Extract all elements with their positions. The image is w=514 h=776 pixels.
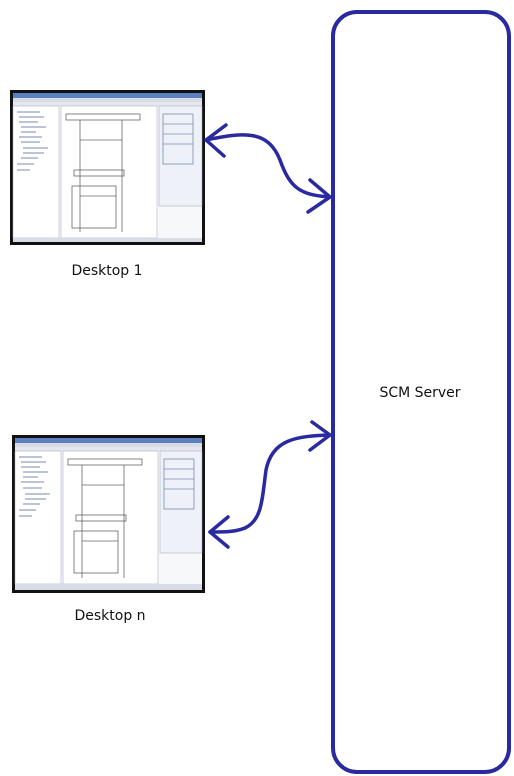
desktop-n-label: Desktop n	[74, 608, 145, 624]
desktop-1-label: Desktop 1	[71, 263, 142, 279]
arrowhead-desktop-1-right	[306, 178, 332, 214]
arrowhead-desktop-n-left	[208, 515, 230, 549]
scm-server-label: SCM Server	[379, 385, 460, 401]
desktop-1-screenshot	[10, 90, 205, 245]
scm-server-box	[331, 10, 511, 774]
arrowhead-desktop-n-right	[308, 420, 332, 452]
connector-desktop-n	[208, 433, 332, 534]
arrowhead-desktop-1-left	[204, 123, 228, 158]
connector-desktop-1	[204, 133, 332, 199]
desktop-n-screenshot	[12, 435, 205, 593]
